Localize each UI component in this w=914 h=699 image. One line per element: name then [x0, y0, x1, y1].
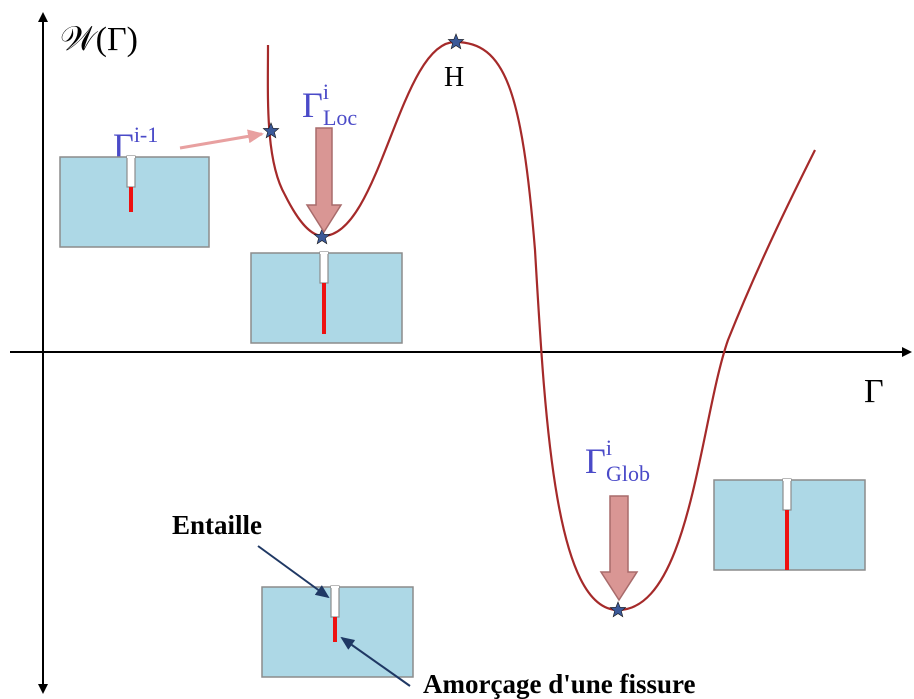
specimen-legend	[261, 585, 414, 678]
label-crack: Amorçage d'une fissure	[423, 669, 695, 699]
specimen-local	[250, 251, 403, 344]
axes: 𝒲(Γ) Γ	[10, 12, 912, 694]
specimen-global	[713, 478, 866, 571]
pointer-arrow-prev	[179, 129, 264, 150]
big-arrow-global	[599, 495, 639, 602]
arrow-crack	[340, 636, 411, 687]
star-prev-icon	[262, 122, 280, 139]
star-hill-icon	[447, 33, 465, 50]
label-notch: Entaille	[172, 510, 262, 540]
star-global-min-icon	[609, 601, 627, 618]
star-local-min-icon	[313, 228, 331, 245]
energy-curve	[266, 40, 816, 612]
big-arrow-local	[305, 127, 343, 234]
arrow-notch	[257, 545, 330, 599]
y-axis-label: 𝒲(Γ)	[60, 21, 138, 58]
x-axis-label: Γ	[864, 373, 884, 410]
label-hill: H	[444, 62, 464, 93]
specimen-prev	[59, 155, 210, 248]
